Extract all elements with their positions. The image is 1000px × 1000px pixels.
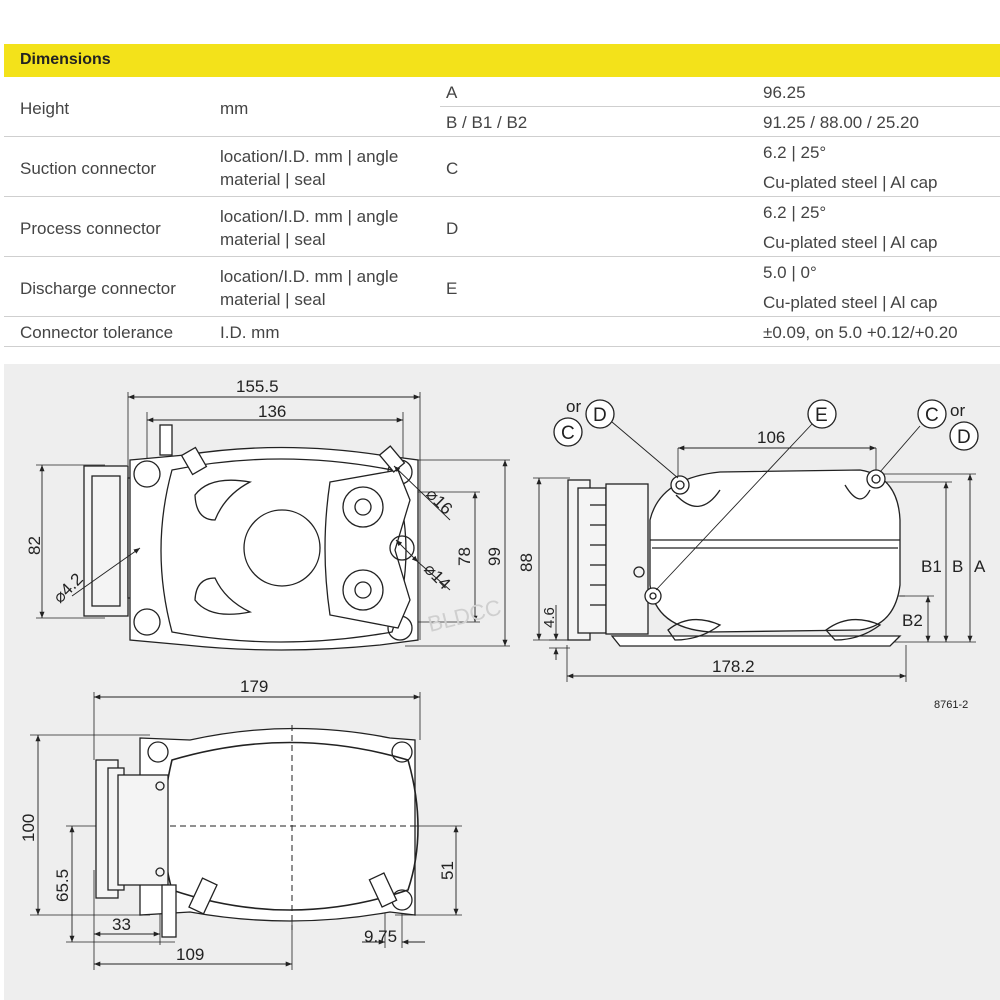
- dim-78: 78: [455, 547, 474, 566]
- drawing-reference: 8761-2: [934, 699, 968, 711]
- suction-unit-1: location/I.D. mm | angle: [220, 147, 399, 166]
- dim-100: 100: [19, 814, 38, 842]
- discharge-label: Discharge connector: [20, 279, 176, 298]
- callout-or-right: or: [950, 401, 965, 420]
- dim-155-5: 155.5: [236, 377, 279, 396]
- callout-c-right: C: [925, 405, 939, 426]
- discharge-unit-1: location/I.D. mm | angle: [220, 267, 399, 286]
- dim-51: 51: [438, 861, 457, 880]
- bottom-view: [30, 692, 462, 970]
- bottom-view-labels: 179 100 65.5 33 109 9.75 51: [19, 677, 457, 964]
- dim-82: 82: [25, 536, 44, 555]
- suction-val-2: Cu-plated steel | Al cap: [763, 173, 938, 192]
- height-val-a: 96.25: [763, 83, 806, 102]
- process-val-2: Cu-plated steel | Al cap: [763, 233, 938, 252]
- dim-4-6: 4.6: [541, 607, 558, 628]
- dimensions-title: Dimensions: [20, 51, 111, 68]
- dim-dia-14: ⌀14: [420, 559, 454, 593]
- suction-label: Suction connector: [20, 159, 157, 178]
- row-divider: [4, 196, 1000, 197]
- process-val-1: 6.2 | 25°: [763, 203, 827, 222]
- tolerance-unit: I.D. mm: [220, 323, 280, 342]
- top-view: [36, 392, 510, 651]
- dim-88: 88: [517, 553, 536, 572]
- dim-b: B: [952, 557, 963, 576]
- callout-d-left: D: [593, 405, 607, 426]
- suction-loc: C: [446, 159, 459, 178]
- dim-33: 33: [112, 915, 131, 934]
- row-divider: [4, 316, 1000, 317]
- tolerance-val: ±0.09, on 5.0 +0.12/+0.20: [763, 323, 958, 342]
- dim-136: 136: [258, 402, 286, 421]
- dimensions-header: Dimensions: [4, 44, 1000, 77]
- dim-65-5: 65.5: [53, 869, 72, 902]
- dim-dia-16: ⌀16: [422, 484, 456, 518]
- process-label: Process connector: [20, 219, 161, 238]
- suction-val-1: 6.2 | 25°: [763, 143, 827, 162]
- row-divider: [4, 256, 1000, 257]
- callout-c-left: C: [561, 423, 575, 444]
- dim-106: 106: [757, 428, 785, 447]
- row-divider: [4, 346, 1000, 347]
- height-loc-a: A: [446, 83, 458, 102]
- side-view: [533, 399, 979, 682]
- row-divider: [440, 106, 1000, 107]
- callout-d-right: D: [957, 427, 971, 448]
- height-loc-b: B / B1 / B2: [446, 113, 528, 132]
- tolerance-label: Connector tolerance: [20, 323, 174, 342]
- discharge-val-1: 5.0 | 0°: [763, 263, 817, 282]
- height-label: Height: [20, 99, 70, 118]
- dim-9-75: 9.75: [364, 927, 397, 946]
- process-unit-2: material | seal: [220, 230, 326, 249]
- height-unit: mm: [220, 99, 249, 118]
- dim-178-2: 178.2: [712, 657, 755, 676]
- dim-109: 109: [176, 945, 204, 964]
- dim-a: A: [974, 557, 986, 576]
- dim-99: 99: [485, 547, 504, 566]
- discharge-loc: E: [446, 279, 458, 298]
- process-loc: D: [446, 219, 459, 238]
- discharge-unit-2: material | seal: [220, 290, 326, 309]
- dim-dia-4-2: ⌀4.2: [49, 569, 86, 606]
- callout-e: E: [815, 405, 828, 426]
- dim-b1: B1: [921, 557, 942, 576]
- height-val-b: 91.25 / 88.00 / 25.20: [763, 113, 919, 132]
- dim-b2: B2: [902, 611, 923, 630]
- discharge-val-2: Cu-plated steel | Al cap: [763, 293, 938, 312]
- process-unit-1: location/I.D. mm | angle: [220, 207, 399, 226]
- row-divider: [4, 136, 1000, 137]
- watermark: BLDCC: [425, 595, 504, 637]
- callout-or-left: or: [566, 397, 581, 416]
- suction-unit-2: material | seal: [220, 170, 326, 189]
- dim-179: 179: [240, 677, 268, 696]
